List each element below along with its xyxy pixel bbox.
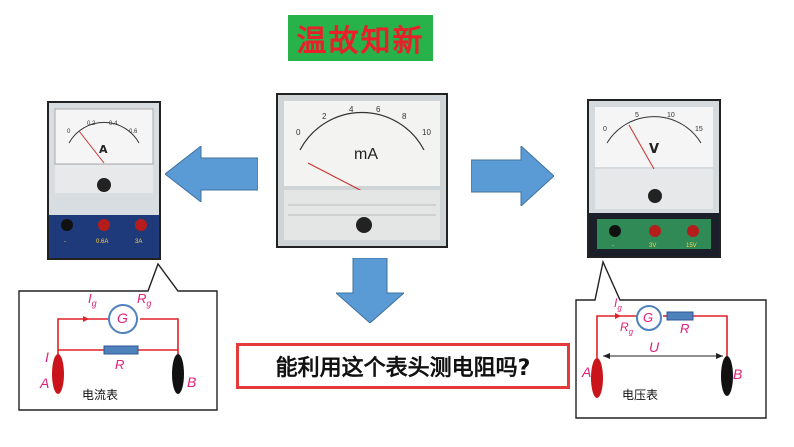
ammeter-G-label: G xyxy=(117,310,128,326)
voltmeter-photo: 0 5 10 15 V - 3V 15V xyxy=(587,99,721,258)
galvo-tick-1: 2 xyxy=(322,112,327,121)
volt-terminal-3: 3V xyxy=(649,243,656,249)
volt-terminal-15: 15V xyxy=(686,243,697,249)
ammeter-tick-3: 0.6 xyxy=(129,129,138,135)
right-arrow-icon xyxy=(471,146,554,206)
galvo-tick-0: 0 xyxy=(296,128,301,137)
voltmeter-callout xyxy=(575,260,767,419)
ammeter-unit: A xyxy=(99,143,108,156)
voltmeter-R-label: R xyxy=(680,321,690,336)
ammeter-callout xyxy=(18,262,218,411)
ammeter-terminal-06: 0.6A xyxy=(96,239,108,245)
ammeter-terminal-neg: - xyxy=(64,239,66,245)
galvo-tick-2: 4 xyxy=(349,105,354,114)
galvanometer-photo: 0 2 4 6 8 10 mA xyxy=(276,93,448,248)
left-arrow-icon xyxy=(165,146,258,202)
ammeter-photo: 0 0.2 0.4 0.6 A - 0.6A 3A xyxy=(47,101,161,260)
voltmeter-B-label: B xyxy=(733,366,743,382)
galvo-tick-3: 6 xyxy=(376,105,381,114)
volt-terminal-neg: - xyxy=(612,243,614,249)
ammeter-A-label: A xyxy=(40,375,50,391)
volt-tick-top-3: 15 xyxy=(695,126,703,133)
voltmeter-U-label: U xyxy=(649,339,660,355)
ammeter-caption: 电流表 xyxy=(82,388,119,402)
ammeter-R-label: R xyxy=(115,357,125,372)
volt-tick-top-0: 0 xyxy=(603,126,607,133)
ammeter-B-label: B xyxy=(187,374,197,390)
voltmeter-Rg-label: Rg xyxy=(620,320,634,337)
galvo-tick-5: 10 xyxy=(422,128,431,137)
voltmeter-unit: V xyxy=(649,142,659,157)
voltmeter-caption: 电压表 xyxy=(622,388,659,402)
ammeter-Rg-label: Rg xyxy=(137,291,152,309)
ammeter-tick-2: 0.4 xyxy=(109,121,118,127)
down-arrow-icon xyxy=(336,258,404,323)
voltmeter-Ig-label: Ig xyxy=(614,296,622,313)
ammeter-tick-1: 0.2 xyxy=(87,121,96,127)
galvo-unit: mA xyxy=(354,146,378,163)
ammeter-Ig-label: Ig xyxy=(88,291,97,309)
galvo-tick-4: 8 xyxy=(402,112,407,121)
ammeter-I-label: I xyxy=(45,349,49,365)
voltmeter-A-label: A xyxy=(582,364,592,380)
volt-tick-top-2: 10 xyxy=(667,112,675,119)
question-text: 能利用这个表头测电阻吗? xyxy=(236,343,570,389)
voltmeter-G-label: G xyxy=(643,310,654,325)
ammeter-tick-0: 0 xyxy=(67,129,71,135)
page-title: 温故知新 xyxy=(288,15,433,61)
ammeter-terminal-3: 3A xyxy=(135,239,142,245)
volt-tick-top-1: 5 xyxy=(635,112,639,119)
